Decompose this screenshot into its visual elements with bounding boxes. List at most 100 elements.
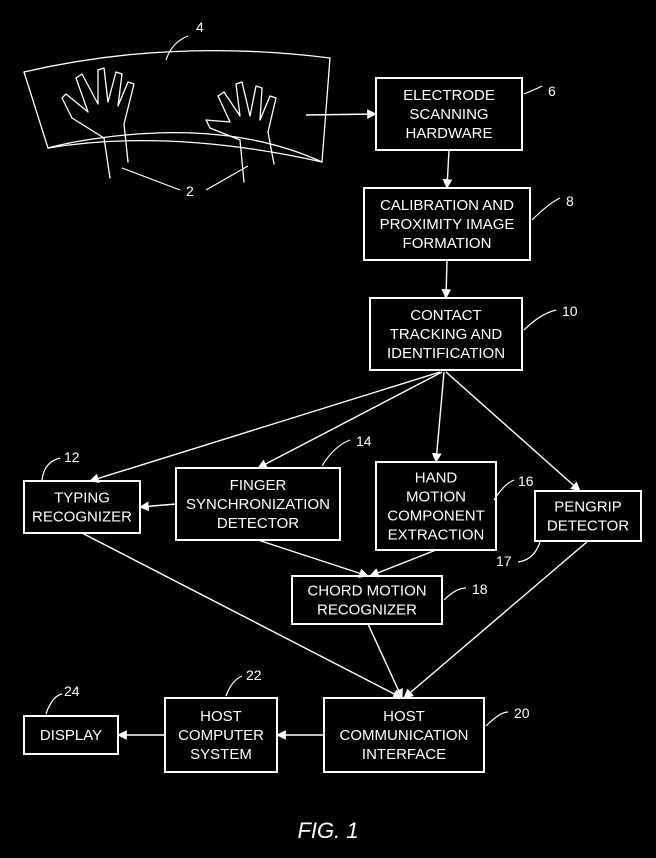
- block-scan-label-line: ELECTRODE: [403, 87, 495, 104]
- block-comm-label-line: COMMUNICATION: [340, 727, 469, 744]
- block-hand-label-line: COMPONENT: [387, 508, 485, 525]
- block-disp: DISPLAY 24: [23, 683, 119, 755]
- arrow-finger-to-typing: [139, 501, 177, 512]
- block-hand-frame: [375, 461, 497, 551]
- multitouch-surface-illustration: 4 2: [23, 19, 331, 199]
- block-host-label-line: COMPUTER: [178, 727, 264, 744]
- block-disp-frame: [23, 715, 119, 755]
- block-hand-ref-number: 16: [518, 473, 534, 489]
- block-pen-label-line: PENGRIP: [554, 499, 622, 516]
- figure-caption: FIG. 1: [297, 818, 358, 843]
- block-pen-leader-line: [517, 541, 541, 563]
- block-pen-frame: [534, 490, 642, 542]
- block-hand-label-line: MOTION: [406, 489, 466, 506]
- block-pen-ref-number: 17: [496, 553, 512, 569]
- block-pen: PENGRIP DETECTOR 17: [496, 490, 642, 569]
- arrow-finger-to-chord: [257, 539, 369, 578]
- arrow-chord-to-comm: [367, 623, 403, 699]
- block-typing-ref-number: 12: [64, 449, 80, 465]
- arrow-calib-to-track: [441, 259, 452, 299]
- block-scan-label-line: HARDWARE: [406, 125, 493, 142]
- block-hand-label-line: EXTRACTION: [388, 527, 485, 544]
- block-typing-label-line: RECOGNIZER: [32, 509, 132, 526]
- block-track-leader-line: [523, 309, 557, 331]
- block-track-label-line: TRACKING AND: [390, 326, 503, 343]
- block-finger: FINGER SYNCHRONIZATION DETECTOR 14: [175, 433, 372, 541]
- surface-front-edge: [47, 139, 323, 163]
- block-disp-leader-line: [45, 693, 63, 715]
- block-scan-frame: [375, 77, 523, 151]
- block-host-frame: [164, 697, 278, 773]
- block-chord-label-line: CHORD MOTION: [307, 583, 426, 600]
- block-comm-label-line: HOST: [383, 708, 425, 725]
- block-comm-leader-line: [485, 711, 509, 727]
- block-scan-ref-number: 6: [548, 83, 556, 99]
- block-hand: HAND MOTION COMPONENT EXTRACTION 16: [375, 461, 534, 551]
- block-comm-label-line: INTERFACE: [362, 746, 446, 763]
- block-finger-label-line: FINGER: [230, 477, 287, 494]
- hands-leader-line-left: [121, 167, 181, 191]
- block-typing-frame: [23, 480, 141, 534]
- block-finger-ref-number: 14: [356, 433, 372, 449]
- block-comm-frame: [323, 697, 485, 773]
- block-chord: CHORD MOTION RECOGNIZER 18: [291, 575, 488, 625]
- arrow-track-to-pen: [445, 371, 581, 492]
- block-calib-frame: [363, 187, 531, 261]
- hands-leader-line-right: [205, 165, 249, 191]
- block-pen-label-line: DETECTOR: [547, 518, 629, 535]
- block-chord-label-line: RECOGNIZER: [317, 602, 417, 619]
- block-finger-leader-line: [321, 439, 351, 467]
- touch-surface: [23, 49, 331, 163]
- block-chord-leader-line: [443, 587, 467, 601]
- block-comm: HOST COMMUNICATION INTERFACE 20: [323, 697, 530, 773]
- arrow-typing-to-comm: [81, 532, 403, 699]
- block-disp-label-line: DISPLAY: [40, 727, 102, 744]
- block-typing-leader-line: [41, 457, 61, 481]
- connection-arrows: [81, 109, 589, 740]
- block-calib-label-line: CALIBRATION AND: [380, 197, 514, 214]
- arrow-track-to-finger: [257, 371, 443, 469]
- block-scan-leader-line: [523, 85, 543, 95]
- surface-ref: 4: [196, 19, 204, 35]
- block-typing: TYPING RECOGNIZER 12: [23, 449, 141, 534]
- arrow-hand-to-chord: [369, 549, 437, 578]
- block-track-frame: [369, 297, 523, 371]
- block-host-leader-line: [225, 675, 243, 697]
- block-scan-label-line: SCANNING: [409, 106, 488, 123]
- hands-ref: 2: [186, 183, 194, 199]
- right-hand-icon: [205, 81, 277, 183]
- block-hand-leader-line: [493, 479, 515, 501]
- arrow-surface-to-scan: [305, 109, 377, 120]
- block-comm-ref-number: 20: [514, 705, 530, 721]
- block-track: CONTACT TRACKING AND IDENTIFICATION 10: [369, 297, 578, 371]
- block-typing-label-line: TYPING: [54, 490, 110, 507]
- block-calib-label-line: PROXIMITY IMAGE: [380, 216, 515, 233]
- block-chord-frame: [291, 575, 443, 625]
- block-finger-label-line: DETECTOR: [217, 515, 299, 532]
- arrow-track-to-hand: [431, 371, 445, 463]
- block-calib: CALIBRATION AND PROXIMITY IMAGE FORMATION 8: [363, 187, 574, 261]
- block-hand-label-line: HAND: [415, 470, 458, 487]
- block-track-ref-number: 10: [562, 303, 578, 319]
- block-chord-ref-number: 18: [472, 581, 488, 597]
- arrow-scan-to-calib: [442, 149, 453, 189]
- arrow-track-to-typing: [89, 371, 441, 484]
- block-host-ref-number: 22: [246, 667, 262, 683]
- block-host-label-line: HOST: [200, 708, 242, 725]
- block-scan: ELECTRODE SCANNING HARDWARE 6: [375, 77, 556, 151]
- block-finger-label-line: SYNCHRONIZATION: [186, 496, 330, 513]
- block-disp-ref-number: 24: [64, 683, 80, 699]
- block-track-label-line: IDENTIFICATION: [387, 345, 505, 362]
- block-calib-ref-number: 8: [566, 193, 574, 209]
- block-host-label-line: SYSTEM: [190, 746, 252, 763]
- surface-leader-line: [165, 35, 189, 61]
- block-track-label-line: CONTACT: [410, 307, 481, 324]
- block-host: HOST COMPUTER SYSTEM 22: [164, 667, 278, 773]
- arrow-pen-to-comm: [403, 540, 589, 699]
- block-calib-label-line: FORMATION: [403, 235, 492, 252]
- left-hand-icon: [61, 67, 135, 179]
- block-finger-frame: [175, 467, 341, 541]
